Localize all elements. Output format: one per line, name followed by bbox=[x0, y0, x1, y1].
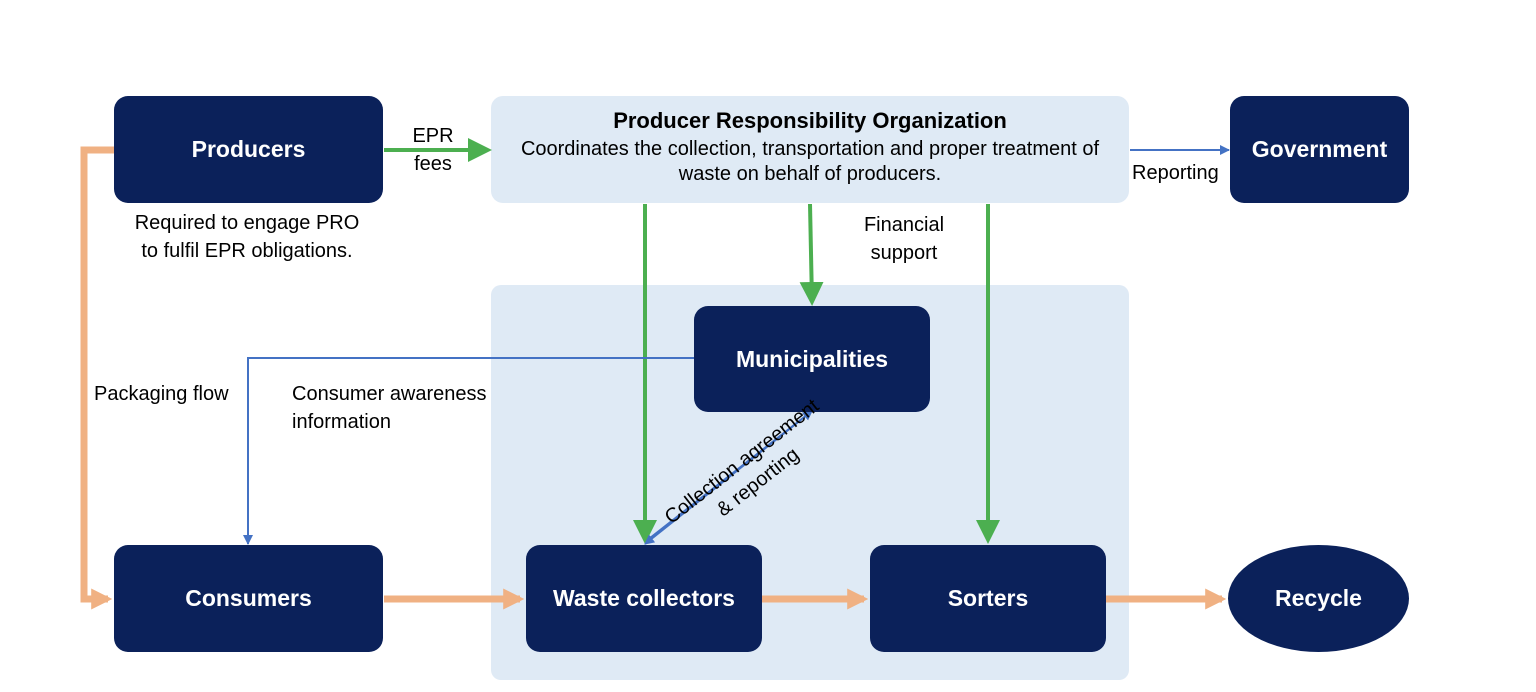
government-node: Government bbox=[1230, 96, 1409, 203]
pro-description: Coordinates the collection, transportati… bbox=[520, 138, 1100, 185]
consumer-awareness-label: Consumer awareness information bbox=[292, 383, 487, 433]
consumers-node: Consumers bbox=[114, 545, 383, 652]
recycle-node: Recycle bbox=[1228, 545, 1409, 652]
producers-node: Producers bbox=[114, 96, 383, 203]
municipalities-label: Municipalities bbox=[735, 345, 889, 372]
consumers-label: Consumers bbox=[185, 585, 312, 611]
municipalities-node: Municipalities bbox=[694, 306, 930, 412]
sorters-node: Sorters bbox=[870, 545, 1106, 652]
financial-support-label: Financial support bbox=[863, 214, 945, 264]
consumer-awareness-arrow bbox=[243, 357, 694, 545]
pro-title: Producer Responsibility Organization bbox=[613, 108, 1007, 133]
financial-to-municipalities-arrow bbox=[799, 203, 824, 306]
producers-note: Required to engage PRO to fulfil EPR obl… bbox=[134, 212, 360, 262]
government-label: Government bbox=[1251, 136, 1388, 162]
reporting-label: Reporting bbox=[1132, 162, 1219, 184]
producers-label: Producers bbox=[191, 136, 306, 162]
packaging-flow-label: Packaging flow bbox=[94, 383, 229, 405]
sorters-label: Sorters bbox=[947, 585, 1029, 611]
recycle-label: Recycle bbox=[1275, 585, 1362, 611]
epr-fees-label: EPR fees bbox=[412, 125, 454, 175]
packaging-flow-arrow bbox=[80, 146, 117, 610]
agreement-down-arrow bbox=[644, 410, 813, 545]
waste-collectors-node: Waste collectors bbox=[526, 545, 762, 652]
waste-collectors-label: Waste collectors bbox=[553, 585, 735, 611]
pro-node: Producer Responsibility Organization Coo… bbox=[491, 96, 1129, 203]
